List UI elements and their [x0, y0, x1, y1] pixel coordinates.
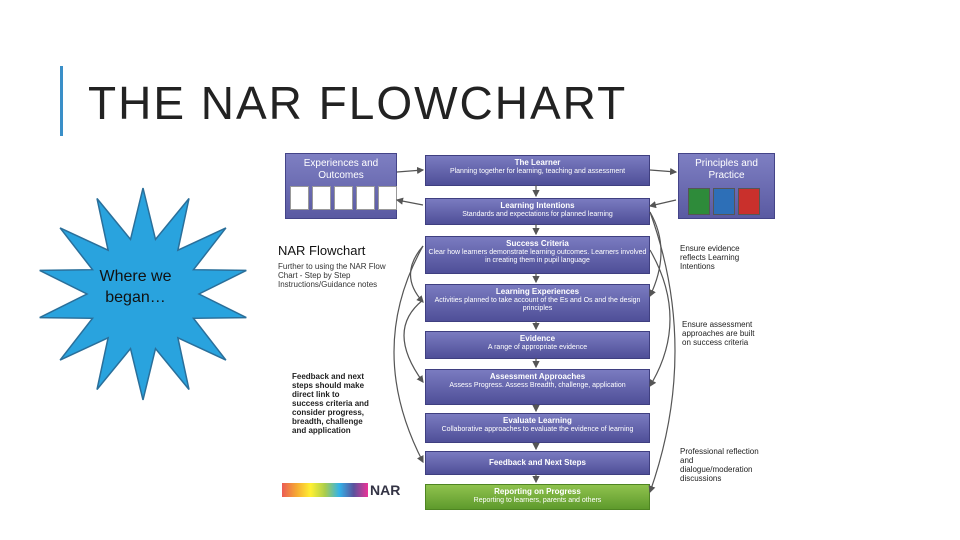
step-desc: Collaborative approaches to evaluate the… [441, 426, 634, 433]
red-book-cover [738, 188, 760, 215]
nar-logo-graphic [282, 483, 368, 497]
step-desc: Assess Progress. Assess Breadth, challen… [449, 382, 626, 389]
blue-book-cover [713, 188, 735, 215]
step-desc: Activities planned to take account of th… [434, 297, 641, 312]
step-success-criteria: Success Criteria Clear how learners demo… [425, 236, 650, 274]
step-feedback-next-steps: Feedback and Next Steps [425, 451, 650, 475]
feedback-loop [403, 299, 424, 383]
step-reporting-on-progress: Reporting on Progress Reporting to learn… [425, 484, 650, 510]
step-title: Assessment Approaches [489, 372, 586, 381]
step-learning-intentions: Learning Intentions Standards and expect… [425, 198, 650, 225]
link-arrow [396, 166, 425, 175]
document-thumbnail [312, 186, 331, 210]
step-title: Feedback and Next Steps [489, 458, 586, 467]
note-feedback-next-steps: Feedback and next steps should make dire… [292, 372, 369, 435]
feedback-loop [648, 211, 676, 494]
document-thumbnail [334, 186, 353, 210]
feedback-loop [410, 245, 424, 303]
experiences-outcomes-title: Experiences and Outcomes [303, 158, 379, 181]
step-the-learner: The Learner Planning together for learni… [425, 155, 650, 186]
nar-logo-text: NAR [370, 482, 401, 498]
nar-flowchart-subtext: Further to using the NAR Flow Chart - St… [278, 262, 386, 289]
principles-book-covers [688, 188, 760, 215]
green-book-cover [688, 188, 710, 215]
link-arrow [648, 199, 677, 209]
step-desc: Planning together for learning, teaching… [449, 168, 626, 175]
nar-flowchart-heading: NAR Flowchart [278, 243, 366, 258]
step-desc: Reporting to learners, parents and other… [473, 497, 602, 504]
step-desc: Standards and expectations for planned l… [462, 211, 613, 218]
step-title: Learning Intentions [500, 201, 575, 210]
step-assessment-approaches: Assessment Approaches Assess Progress. A… [425, 369, 650, 405]
step-title: Reporting on Progress [494, 487, 581, 496]
step-title: Evaluate Learning [503, 416, 572, 425]
document-thumbnail [356, 186, 375, 210]
document-thumbnail [290, 186, 309, 210]
slide-title: THE NAR FLOWCHART [88, 77, 628, 129]
note-professional-reflection: Professional reflection and dialogue/mod… [680, 447, 759, 483]
link-arrow [649, 167, 678, 176]
step-learning-experiences: Learning Experiences Activities planned … [425, 284, 650, 322]
feedback-loop [649, 211, 662, 298]
step-desc: Clear how learners demonstrate learning … [428, 249, 647, 264]
step-evidence: Evidence A range of appropriate evidence [425, 331, 650, 359]
step-evaluate-learning: Evaluate Learning Collaborative approach… [425, 413, 650, 443]
link-arrow [395, 197, 424, 206]
step-title: Evidence [519, 334, 556, 343]
experiences-thumbnails [290, 186, 397, 210]
title-accent-bar [60, 66, 63, 136]
note-ensure-assessment: Ensure assessment approaches are built o… [682, 320, 755, 347]
feedback-loop [649, 249, 671, 388]
step-title: Learning Experiences [495, 287, 580, 296]
feedback-loop [393, 245, 424, 464]
principles-practice-title: Principles and Practice [695, 158, 758, 181]
note-ensure-evidence: Ensure evidence reflects Learning Intent… [680, 244, 740, 271]
step-title: Success Criteria [506, 239, 569, 248]
step-desc: A range of appropriate evidence [487, 344, 588, 351]
step-title: The Learner [514, 158, 561, 167]
starburst-callout-shape [39, 187, 247, 401]
callout-text: Where we began… [99, 268, 172, 306]
